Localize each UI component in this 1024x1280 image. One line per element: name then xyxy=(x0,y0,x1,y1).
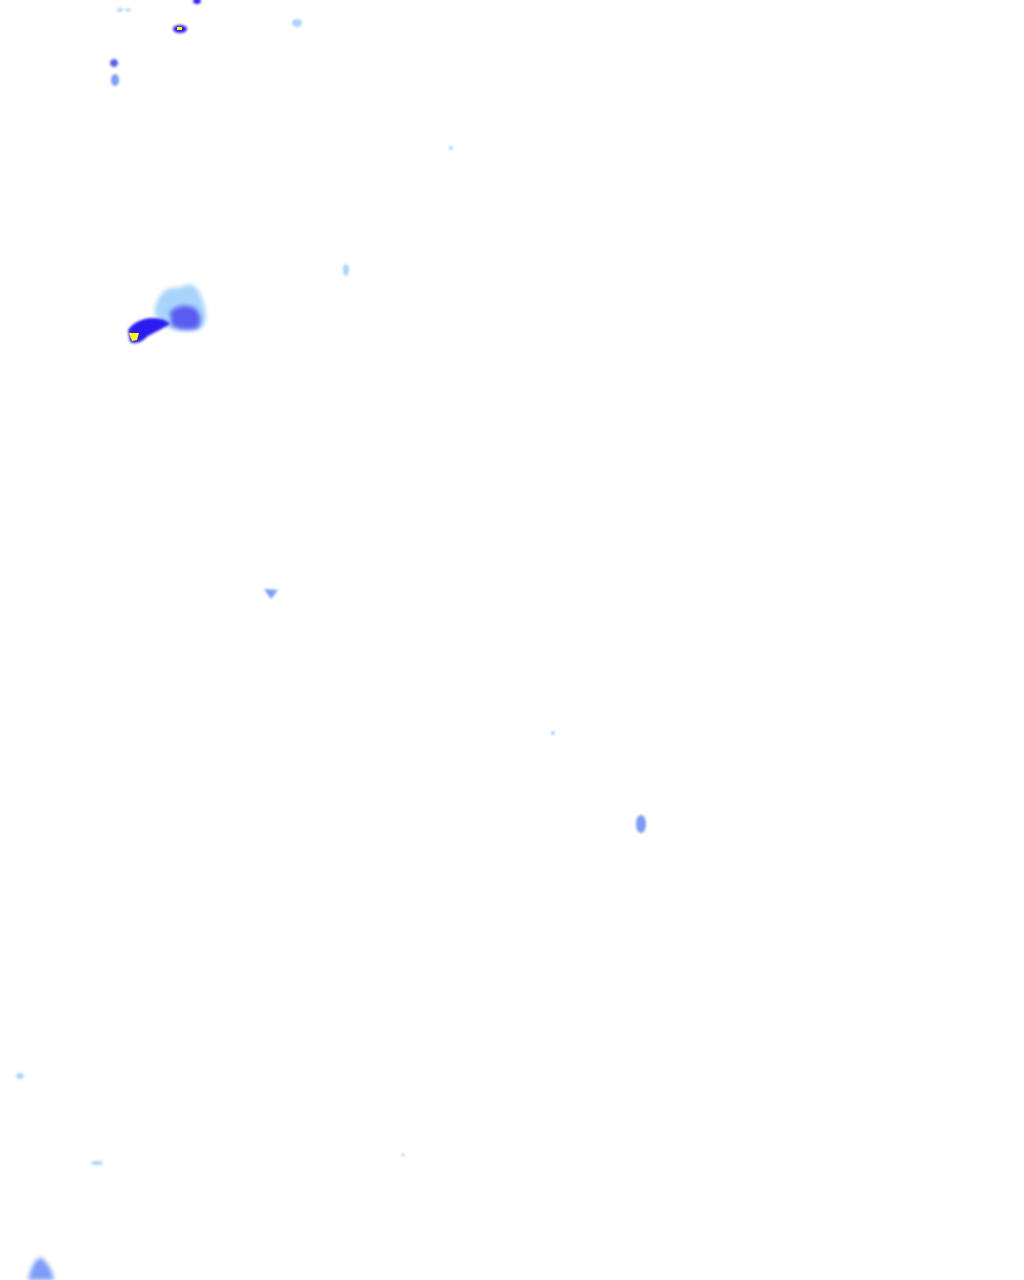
cell xyxy=(110,59,118,67)
main-precip-cell xyxy=(128,284,206,344)
cell xyxy=(449,146,453,150)
cell xyxy=(28,1257,54,1280)
cell-intense-core xyxy=(129,333,139,341)
cell xyxy=(193,0,201,4)
cell xyxy=(551,731,555,735)
cell xyxy=(91,1161,103,1165)
cell xyxy=(125,8,131,12)
small-precip-cells xyxy=(16,0,646,1280)
cell xyxy=(292,19,302,27)
cell-heavy-band xyxy=(128,318,170,344)
cell-moderate-area xyxy=(170,305,201,330)
cell xyxy=(117,8,123,12)
cell xyxy=(264,589,278,599)
cell-core xyxy=(177,27,182,30)
cell xyxy=(343,264,349,276)
cell xyxy=(636,815,646,833)
cell xyxy=(401,1153,405,1157)
cell xyxy=(16,1073,24,1079)
cell xyxy=(111,74,119,86)
